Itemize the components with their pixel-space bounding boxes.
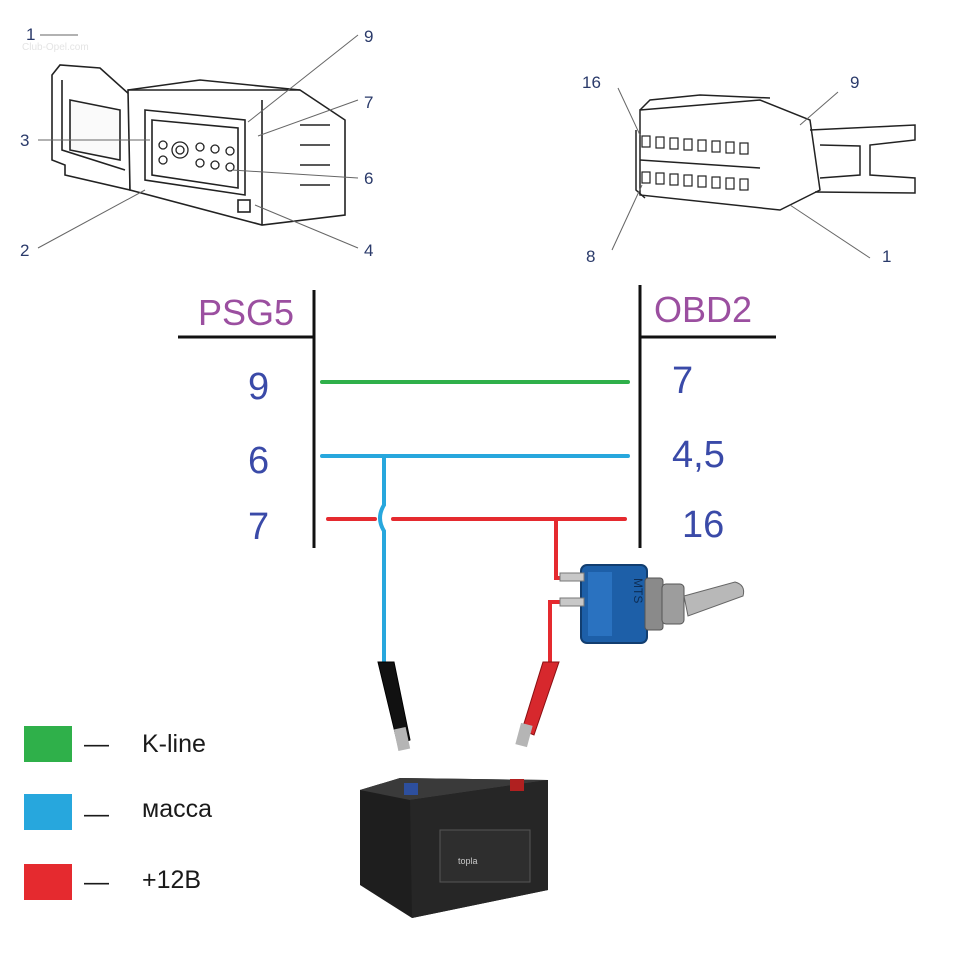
psg5-callout-9: 9 <box>364 27 373 46</box>
psg5-callout-4: 4 <box>364 241 373 260</box>
watermark: Club-Opel.com <box>22 42 89 53</box>
legend-swatch-ground <box>24 794 72 830</box>
psg5-callout-6: 6 <box>364 169 373 188</box>
obd2-callout-9: 9 <box>850 73 859 92</box>
switch-label: MTS <box>631 578 645 603</box>
psg5-header: PSG5 <box>198 292 294 333</box>
legend-swatch-power <box>24 864 72 900</box>
psg5-pin-row-2: 6 <box>248 440 269 482</box>
power-wire-to-clip <box>548 600 584 664</box>
psg5-callout-7: 7 <box>364 93 373 112</box>
legend-dash-ground: — <box>84 800 109 828</box>
battery-brand: topla <box>458 856 478 866</box>
toggle-switch: MTS <box>559 564 745 644</box>
obd2-pin-row-1: 7 <box>672 360 693 402</box>
black-alligator-clip <box>377 661 411 752</box>
psg5-callout-1: 1 <box>26 25 35 44</box>
pin-mapping-table <box>178 285 776 548</box>
obd2-pin-row-3: 16 <box>682 504 724 546</box>
legend-swatch-k-line <box>24 726 72 762</box>
psg5-callout-3: 3 <box>20 131 29 150</box>
obd2-callout-1: 1 <box>882 247 891 266</box>
legend-dash-power: — <box>84 868 109 896</box>
psg5-pin-row-3: 7 <box>248 506 269 548</box>
obd2-callout-16: 16 <box>582 73 601 92</box>
psg5-callout-2: 2 <box>20 241 29 260</box>
psg5-connector-drawing <box>51 64 346 226</box>
obd2-header: OBD2 <box>654 289 752 330</box>
legend: — K-line — масса — +12В <box>24 726 212 900</box>
car-battery: topla <box>360 778 548 918</box>
legend-label-power: +12В <box>142 866 201 894</box>
legend-label-ground: масса <box>142 795 212 823</box>
ground-wire <box>320 454 630 664</box>
legend-label-k-line: K-line <box>142 730 206 758</box>
obd2-callout-lines <box>611 87 871 259</box>
red-alligator-clip <box>515 661 560 748</box>
psg5-callout-lines <box>37 34 359 249</box>
obd2-callout-8: 8 <box>586 247 595 266</box>
obd2-pin-row-2: 4,5 <box>672 434 725 476</box>
legend-dash-k-line: — <box>84 730 109 758</box>
psg5-pin-row-1: 9 <box>248 366 269 408</box>
obd2-connector-drawing <box>635 94 916 211</box>
